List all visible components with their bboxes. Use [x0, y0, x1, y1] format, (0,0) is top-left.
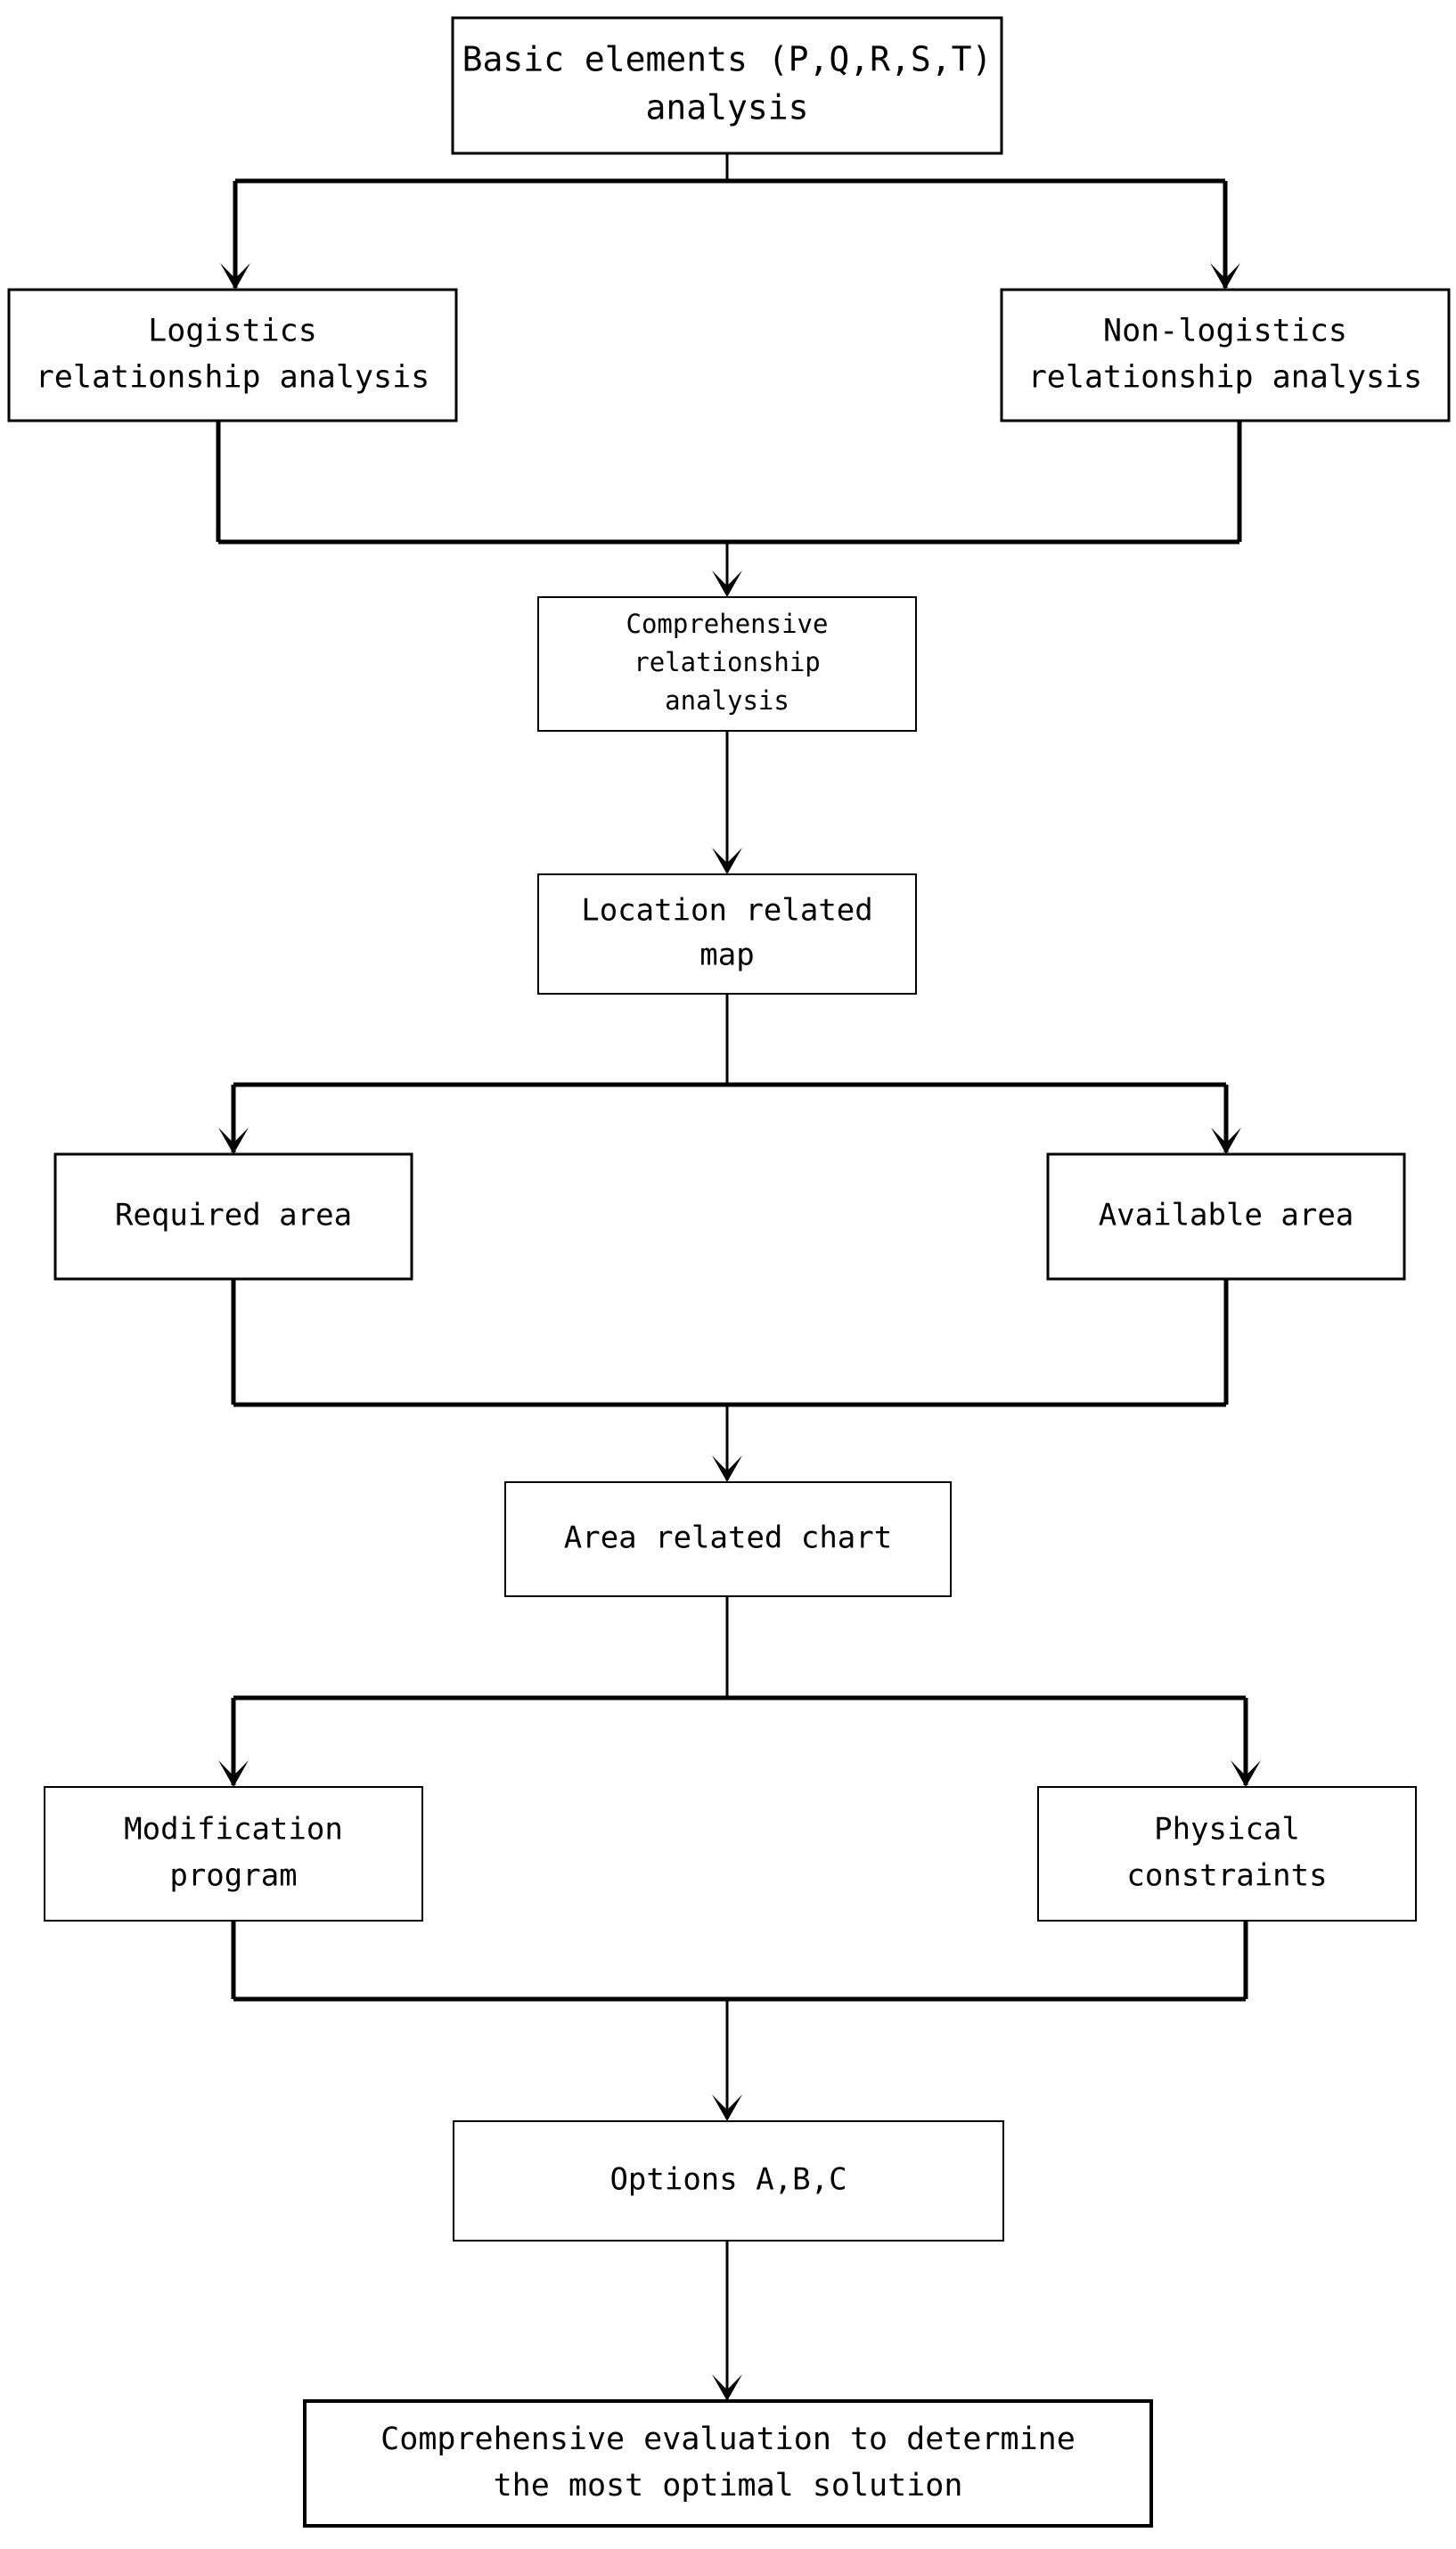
node-comprehensive-relationship[interactable]: Comprehensive relationship analysis [537, 596, 917, 732]
connector-merge-logistics-pair-to-comprehensive [216, 421, 1242, 597]
connector-arrow-down-right [1211, 1127, 1241, 1154]
connector-arrow-down-right [1231, 1760, 1261, 1787]
node-label-comprehensive-relationship-line-3: analysis [665, 685, 789, 716]
node-box-location-related-map[interactable] [537, 873, 917, 995]
node-basic-elements[interactable]: Basic elements (P,Q,R,S,T) analysis [451, 16, 1003, 155]
node-label-available-area-line-1: Available area [1099, 1198, 1354, 1234]
node-label-logistics-relationship-line-2: relationship analysis [36, 360, 430, 396]
connector-arrow-down-left [218, 1127, 249, 1154]
node-box-comprehensive-evaluation[interactable] [303, 2399, 1153, 2528]
connector-arrow-comprehensive-to-location-map [712, 731, 742, 874]
arrow-head-icon [712, 848, 742, 874]
arrow-head-icon [218, 1760, 249, 1787]
node-box-area-related-chart[interactable] [504, 1481, 952, 1597]
node-box-comprehensive-relationship[interactable] [537, 596, 917, 732]
arrow-head-icon [1211, 1127, 1241, 1154]
node-logistics-relationship[interactable]: Logistics relationship analysis [7, 288, 458, 422]
node-modification-program[interactable]: Modification program [44, 1786, 423, 1922]
connector-arrow-options-to-evaluation [712, 2241, 742, 2401]
nodes-layer: Basic elements (P,Q,R,S,T)analysisLogist… [7, 16, 1451, 2528]
connector-arrow-down [712, 2374, 742, 2401]
connectors-layer [216, 153, 1261, 2401]
connector-arrow-down-left [220, 263, 250, 290]
connector-fork-basic-to-logistics-pair [220, 153, 1240, 290]
node-label-area-related-chart-line-1: Area related chart [564, 1520, 892, 1556]
node-label-comprehensive-evaluation-line-2: the most optimal solution [494, 2468, 963, 2504]
connector-fork-area-chart-to-modification-pair [218, 1596, 1261, 1787]
node-box-options-abc[interactable] [453, 2120, 1004, 2242]
arrow-head-icon [218, 1127, 249, 1154]
node-physical-constraints[interactable]: Physical constraints [1037, 1786, 1417, 1922]
node-box-basic-elements[interactable] [451, 16, 1003, 155]
node-area-related-chart[interactable]: Area related chart [504, 1481, 952, 1597]
node-label-required-area-line-1: Required area [115, 1198, 352, 1234]
node-label-location-related-map-line-1: Location related [581, 893, 873, 929]
arrow-head-icon [712, 1455, 742, 1482]
node-label-non-logistics-relationship-line-1: Non-logistics [1103, 314, 1347, 349]
node-required-area[interactable]: Required area [53, 1152, 413, 1281]
node-label-modification-program-line-2: program [169, 1858, 297, 1894]
connector-merge-modification-pair-to-options [231, 1921, 1248, 2121]
node-options-abc[interactable]: Options A,B,C [453, 2120, 1004, 2242]
node-label-modification-program-line-1: Modification [124, 1812, 343, 1848]
node-box-available-area[interactable] [1046, 1152, 1406, 1281]
node-label-basic-elements-line-1: Basic elements (P,Q,R,S,T) [462, 40, 993, 79]
arrow-head-icon [1210, 263, 1240, 290]
connector-merge-area-pair-to-area-chart [231, 1279, 1229, 1482]
connector-arrow-down-right [1210, 263, 1240, 290]
connector-fork-location-map-to-area-pair [218, 994, 1241, 1154]
node-box-logistics-relationship[interactable] [7, 288, 458, 422]
node-label-logistics-relationship-line-1: Logistics [148, 314, 317, 349]
node-label-physical-constraints-line-1: Physical [1154, 1812, 1300, 1848]
node-available-area[interactable]: Available area [1046, 1152, 1406, 1281]
node-box-modification-program[interactable] [44, 1786, 423, 1922]
arrow-head-icon [1231, 1760, 1261, 1787]
node-label-non-logistics-relationship-line-2: relationship analysis [1028, 360, 1423, 396]
node-label-physical-constraints-line-2: constraints [1126, 1858, 1327, 1894]
arrow-head-icon [712, 2094, 742, 2121]
connector-arrow-down [712, 570, 742, 597]
node-comprehensive-evaluation[interactable]: Comprehensive evaluation to determine the… [303, 2399, 1153, 2528]
node-label-comprehensive-evaluation-line-1: Comprehensive evaluation to determine [380, 2422, 1076, 2457]
arrow-head-icon [220, 263, 250, 290]
node-box-non-logistics-relationship[interactable] [1000, 288, 1451, 422]
node-non-logistics-relationship[interactable]: Non-logistics relationship analysis [1000, 288, 1451, 422]
connector-arrow-down [712, 1455, 742, 1482]
node-box-required-area[interactable] [53, 1152, 413, 1281]
connector-arrow-down-left [218, 1760, 249, 1787]
arrow-head-icon [712, 2374, 742, 2401]
node-label-comprehensive-relationship-line-2: relationship [634, 647, 821, 677]
arrow-head-icon [712, 570, 742, 597]
connector-arrow-down [712, 2094, 742, 2121]
node-location-related-map[interactable]: Location related map [537, 873, 917, 995]
node-label-basic-elements-line-2: analysis [645, 88, 808, 127]
node-label-options-abc-line-1: Options A,B,C [609, 2162, 847, 2198]
node-box-physical-constraints[interactable] [1037, 1786, 1417, 1922]
connector-arrow-down [712, 848, 742, 874]
node-label-comprehensive-relationship-line-1: Comprehensive [626, 609, 829, 639]
node-label-location-related-map-line-2: map [699, 938, 754, 973]
